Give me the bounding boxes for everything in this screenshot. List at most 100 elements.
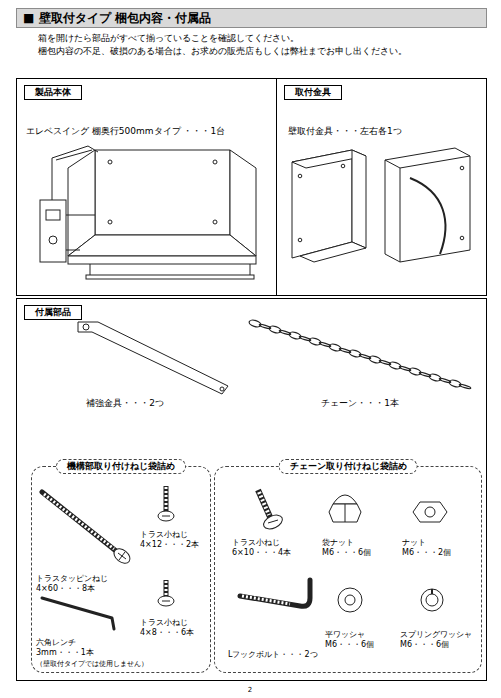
chain-link — [368, 355, 381, 364]
title-band: ■ 壁取付タイプ 梱包内容・付属品 — [16, 8, 487, 28]
chain-link — [388, 361, 401, 370]
page-title: ■ 壁取付タイプ 梱包内容・付属品 — [17, 9, 486, 27]
screw-illustrations-part — [158, 596, 174, 606]
screw-illustrations-part — [333, 495, 357, 504]
screw-illustrations-part — [240, 580, 310, 606]
product-illustration-part — [90, 264, 91, 275]
screw-illustrations-part — [44, 494, 114, 549]
screw-illustrations-part — [164, 580, 169, 597]
product-illustration-part — [46, 210, 60, 220]
wall-bracket-illustration-part — [400, 168, 401, 262]
reinforcing-bracket-illustration — [78, 322, 228, 394]
chain-link — [408, 367, 421, 376]
section-panel: 製品本体 — [16, 78, 277, 296]
section-panel: 付属部品機構部取り付けねじ袋詰め チェーン取り付けねじ袋詰め — [16, 298, 487, 681]
screw-illustrations-part — [258, 490, 270, 517]
notice-text: 箱を開けたら部品がすべて揃っていることを確認してください。 — [38, 33, 299, 44]
reinforcing-bracket-illustration-part — [220, 387, 224, 391]
part-name: 壁取付金具・・・左右各1つ — [288, 126, 402, 137]
chain-link — [348, 349, 361, 358]
product-illustration-part — [95, 150, 230, 235]
screw-illustrations-part — [119, 552, 125, 560]
product-illustration-part — [86, 275, 254, 279]
part-name: スプリングワッシャ M6・・・6個 — [400, 630, 476, 650]
group-head: チェーン取り付けねじ袋詰め — [279, 459, 418, 474]
screw-illustrations-part — [42, 492, 116, 551]
screw-illustrations-part — [426, 594, 438, 606]
screw-illustrations-part — [413, 502, 447, 522]
chain-link — [248, 319, 261, 328]
screw-illustrations-part — [345, 504, 346, 522]
part-name: トラス小ねじ 4×12・・・2本 — [140, 530, 204, 550]
part-name: 平ワッシャ M6・・・6個 — [325, 630, 387, 650]
screw-illustrations-part — [425, 507, 435, 517]
part-name: ナット M6・・・2個 — [402, 538, 462, 558]
chain-link — [459, 384, 471, 390]
part-name: トラス小ねじ 4×8・・・6本 — [140, 618, 204, 638]
screw-illustrations-part — [338, 588, 362, 612]
part-name: 六角レンチ 3mm・・・1本 — [36, 638, 96, 658]
chain-link — [328, 343, 341, 352]
wall-bracket-illustration-part — [460, 236, 464, 240]
panel-tab: 取付金具 — [284, 85, 342, 100]
chain-link — [308, 337, 321, 346]
screw-illustrations-part — [261, 512, 284, 531]
product-illustration-part — [56, 150, 92, 160]
wall-bracket-illustration-part — [352, 150, 366, 248]
screw-illustrations-part — [268, 520, 278, 523]
part-name: 補強金具・・・2つ — [86, 398, 164, 409]
screw-illustrations-part — [165, 581, 168, 596]
product-illustration-part — [40, 200, 66, 262]
screw-illustrations-part — [421, 589, 443, 611]
screw-illustrations-part — [345, 595, 355, 605]
product-illustration-part — [108, 220, 112, 224]
wall-bracket-illustration-part — [410, 178, 445, 254]
chain-link — [268, 325, 281, 334]
part-name: トラス小ねじ 6×10・・・4本 — [232, 538, 294, 558]
product-illustration-part — [250, 264, 251, 275]
part-name: エレベスイング 棚奥行500mmタイプ ・・・1台 — [26, 126, 225, 137]
notice-text: 梱包内容の不足、破損のある場合は、お求めの販売店もしくは弊社までお申し出ください… — [38, 46, 407, 57]
wall-bracket-illustration-part — [298, 174, 302, 178]
wall-bracket-illustration-part — [298, 238, 302, 242]
screw-illustrations-part — [162, 516, 170, 517]
panel-tab: 製品本体 — [24, 85, 82, 100]
screw-illustrations-part — [111, 546, 133, 567]
wall-bracket-illustration-part — [341, 164, 345, 168]
screw-illustrations-part — [158, 511, 174, 521]
part-name: トラスタッピンねじ 4×60・・・8本 — [36, 574, 126, 594]
wall-bracket-illustration-part — [385, 148, 470, 262]
chain-link — [288, 331, 301, 340]
screw-illustrations-part — [42, 598, 114, 629]
group-head: 機構部取り付けねじ袋詰め — [56, 459, 186, 474]
reinforcing-bracket-illustration-part — [78, 322, 228, 394]
part-note: （壁取付タイプでは使用しません） — [36, 660, 148, 669]
product-illustration-part — [68, 256, 256, 264]
wall-bracket-illustration — [292, 148, 470, 262]
part-name: チェーン・・・1本 — [321, 398, 399, 409]
screw-illustrations-part — [164, 486, 169, 512]
screw-illustrations-part — [431, 589, 433, 594]
wall-bracket-illustration-part — [300, 242, 366, 262]
screw-illustrations-part — [242, 596, 290, 604]
page-number: 2 — [248, 686, 252, 695]
screw-illustrations — [42, 486, 447, 629]
screw-illustrations-part — [259, 492, 269, 515]
product-illustration-part — [52, 146, 98, 200]
chain-illustration — [248, 319, 471, 389]
product-illustration-part — [108, 160, 112, 164]
section-panel: 取付金具 — [276, 78, 487, 296]
product-illustration — [40, 146, 256, 279]
panel-tab: 付属部品 — [24, 305, 82, 320]
wall-bracket-illustration-part — [460, 166, 464, 170]
product-illustration-part — [49, 236, 57, 244]
product-illustration-part — [66, 215, 95, 216]
product-illustration-part — [66, 250, 80, 251]
product-illustration-part — [213, 220, 217, 224]
chain-link — [448, 379, 461, 388]
wall-bracket-illustration-part — [385, 156, 470, 168]
part-name: Lフックボルト・・・2つ — [228, 650, 318, 660]
chain-link — [428, 373, 441, 382]
